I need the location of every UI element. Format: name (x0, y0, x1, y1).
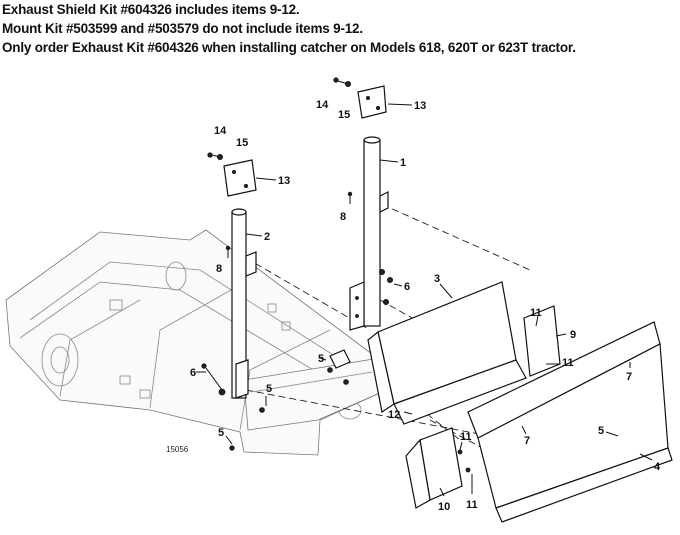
callout-5a: 5 (318, 353, 324, 365)
callout-5c: 5 (218, 427, 224, 439)
part-2-tube (231, 208, 257, 399)
callout-3: 3 (434, 273, 440, 285)
callout-6a: 6 (404, 281, 410, 293)
callout-13b: 13 (278, 175, 290, 187)
callout-14a: 14 (316, 99, 329, 111)
hardware-14-15-right (333, 77, 351, 88)
figure-number: 15056 (166, 445, 189, 454)
note-exhaust-shield-kit: Exhaust Shield Kit #604326 includes item… (2, 2, 300, 17)
callout-labels: 1 2 3 4 5 5 5 5 6 6 7 7 8 8 9 10 11 11 1… (166, 99, 661, 513)
part-4-rear-deflector (467, 321, 673, 523)
callout-7b: 7 (524, 435, 530, 447)
part-1-tube (349, 136, 389, 331)
callout-13a: 13 (414, 100, 426, 112)
callout-15b: 15 (236, 137, 248, 149)
callout-11b: 11 (562, 357, 574, 369)
part-3-mount-bracket (367, 281, 527, 425)
part-13-plate-left (223, 159, 257, 197)
callout-9: 9 (570, 329, 576, 341)
note-order-instructions: Only order Exhaust Kit #604326 when inst… (2, 40, 576, 55)
part-10-lower-shield (405, 427, 463, 509)
callout-15a: 15 (338, 109, 350, 121)
callout-11a: 11 (530, 307, 542, 319)
callout-8b: 8 (216, 263, 222, 275)
callout-leaders (196, 103, 653, 497)
tractor-frame (5, 229, 383, 456)
callout-11c: 11 (460, 431, 472, 443)
callout-8a: 8 (340, 211, 346, 223)
callout-5b: 5 (266, 383, 272, 395)
callout-2: 2 (264, 231, 270, 243)
callout-1: 1 (400, 157, 406, 169)
hardware-14-15-left (207, 152, 223, 160)
callout-5d: 5 (598, 425, 604, 437)
callout-4: 4 (654, 461, 661, 473)
callout-14b: 14 (214, 125, 227, 137)
callout-12: 12 (388, 409, 400, 421)
note-mount-kit: Mount Kit #503599 and #503579 do not inc… (2, 21, 363, 36)
callout-7a: 7 (626, 371, 632, 383)
part-13-plate-right (357, 85, 387, 119)
kit-notes: Exhaust Shield Kit #604326 includes item… (2, 0, 678, 57)
callout-6b: 6 (190, 367, 196, 379)
callout-11d: 11 (466, 499, 478, 511)
callout-10: 10 (438, 501, 450, 513)
